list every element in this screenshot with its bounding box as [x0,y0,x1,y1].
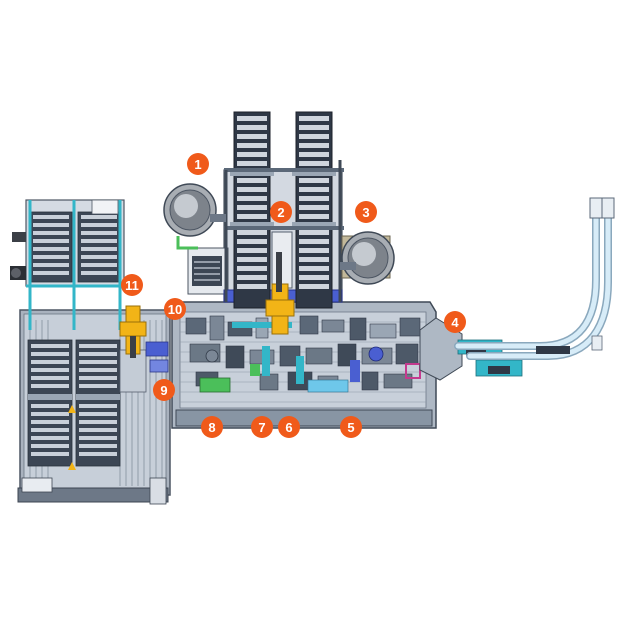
callout-8: 8 [201,416,223,438]
callout-7: 7 [251,416,273,438]
tray-stack-top-right [292,111,336,309]
tray-stack-left-conveyor [27,339,121,470]
tray-stack-top-left [230,111,274,309]
callout-1: 1 [187,153,209,175]
vibratory-bowl-left [163,183,226,237]
callout-5: 5 [340,416,362,438]
left-conveyor-unit [10,199,171,505]
cable-hoses [454,197,615,360]
callout-9: 9 [153,379,175,401]
callout-11: 11 [121,274,143,296]
callout-4: 4 [444,311,466,333]
callout-6: 6 [278,416,300,438]
vibratory-bowl-right [340,231,395,285]
robot-center [265,231,295,335]
callout-10: 10 [164,298,186,320]
callout-2: 2 [270,201,292,223]
callout-3: 3 [355,201,377,223]
main-assembly-bed [171,301,437,429]
robot-left [119,305,147,393]
